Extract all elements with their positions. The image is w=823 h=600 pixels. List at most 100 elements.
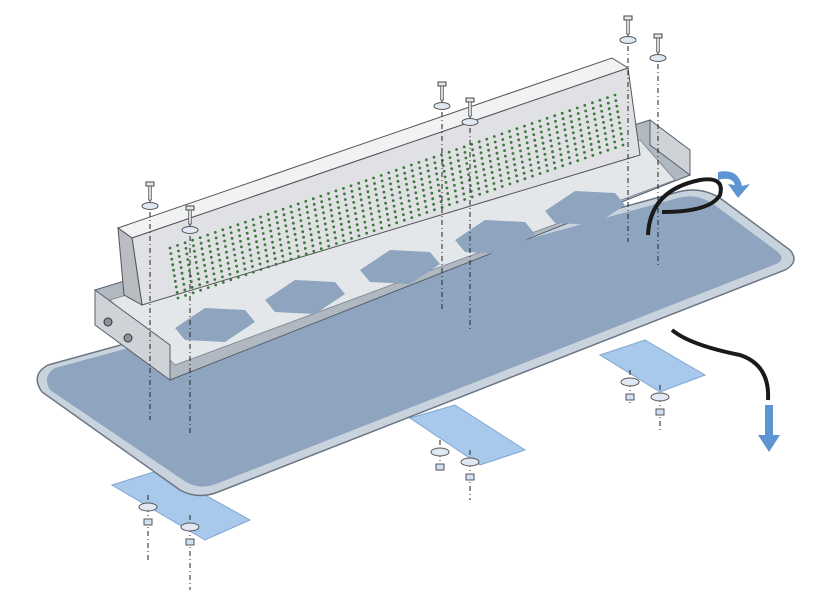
led-dot: [579, 128, 583, 132]
led-dot: [252, 223, 256, 227]
led-dot: [197, 277, 201, 281]
screw-head: [465, 97, 475, 103]
led-dot: [382, 190, 386, 194]
led-dot: [440, 153, 443, 157]
led-dot: [431, 197, 435, 201]
led-dot: [411, 174, 415, 178]
led-dot: [328, 203, 332, 207]
led-dot: [357, 181, 360, 185]
led-dot: [240, 251, 244, 254]
led-dot: [390, 188, 393, 191]
led-dot: [436, 178, 439, 181]
led-dot: [417, 161, 421, 164]
led-dot: [531, 174, 534, 178]
led-dot: [477, 187, 481, 191]
led-dot: [491, 176, 495, 180]
led-dot: [283, 218, 287, 222]
led-dot: [190, 285, 194, 289]
led-dot: [300, 224, 304, 228]
led-dot: [533, 138, 537, 142]
led-dot: [457, 164, 461, 168]
led-dot: [425, 158, 428, 162]
washer: [650, 392, 670, 402]
led-dot: [599, 104, 603, 108]
led-dot: [235, 264, 239, 268]
led-dot: [453, 184, 456, 187]
led-dot: [488, 154, 491, 158]
screw-head: [623, 15, 633, 21]
led-dot: [538, 119, 541, 123]
led-dot: [547, 128, 551, 131]
led-dot: [302, 235, 305, 239]
led-dot: [470, 195, 474, 199]
led-dot: [555, 125, 558, 129]
led-dot: [289, 257, 293, 261]
led-dot: [497, 162, 501, 166]
led-dot: [198, 283, 202, 287]
led-dot: [343, 198, 347, 201]
led-dot: [304, 252, 308, 256]
led-dot: [490, 171, 494, 174]
led-dot: [285, 229, 289, 233]
base-channel: [94, 119, 691, 381]
led-dot: [264, 248, 268, 252]
led-dot: [452, 178, 455, 182]
led-dot: [415, 197, 419, 200]
led-dot: [455, 200, 459, 204]
led-dot: [573, 142, 577, 146]
led-dot: [345, 209, 349, 213]
led-dot: [241, 256, 245, 260]
led-dot: [323, 217, 326, 220]
led-dot: [530, 169, 533, 173]
led-dot: [537, 166, 541, 170]
led-dot: [356, 228, 360, 232]
led-dot: [365, 231, 368, 235]
led-dot: [538, 172, 542, 175]
led-dot: [342, 187, 345, 190]
washer: [430, 447, 450, 457]
led-dot: [542, 147, 546, 151]
led-dot: [357, 234, 361, 238]
led-dot: [410, 216, 414, 220]
led-dot: [539, 125, 542, 128]
screw-shaft: [440, 85, 444, 101]
led-dot: [564, 134, 568, 137]
led-dot: [566, 145, 569, 148]
led-dot: [183, 288, 187, 292]
led-dot: [312, 202, 316, 206]
led-dot: [433, 161, 437, 165]
led-dot: [397, 185, 401, 189]
led-dot: [524, 130, 527, 134]
led-dot: [494, 146, 498, 150]
led-dot: [186, 258, 190, 261]
led-dot: [603, 132, 607, 135]
led-dot: [323, 222, 327, 226]
led-dot: [543, 152, 547, 156]
led-dot: [346, 214, 350, 218]
led-dot: [376, 204, 380, 208]
led-dot: [479, 151, 483, 155]
led-dot: [177, 255, 181, 258]
power-cable-exit: [670, 328, 771, 401]
led-dot: [551, 150, 554, 154]
screw-head: [437, 81, 447, 87]
led-dot: [392, 204, 396, 208]
led-dot: [496, 157, 500, 161]
led-dot: [275, 215, 278, 219]
led-dot: [297, 255, 301, 258]
led-dot: [558, 147, 562, 151]
led-dot: [448, 203, 451, 207]
led-dot: [352, 201, 356, 204]
led-dot: [286, 235, 289, 239]
led-dot: [290, 210, 293, 214]
power-cable: [646, 177, 723, 236]
led-dot: [221, 228, 225, 232]
bottom-brackets: [110, 339, 707, 541]
led-dot: [220, 269, 223, 273]
led-dot: [370, 212, 373, 216]
led-dot: [259, 268, 263, 271]
led-dot: [213, 231, 217, 234]
led-dot: [202, 258, 206, 262]
led-dot: [305, 205, 309, 209]
led-dot: [421, 183, 424, 187]
